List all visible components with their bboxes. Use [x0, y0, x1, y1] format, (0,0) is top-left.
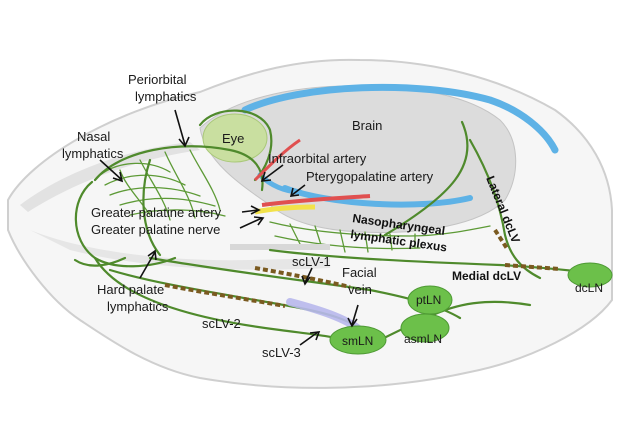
label-hard-palate-1: Hard palate — [97, 282, 164, 297]
lateral-dclv-valves — [493, 228, 510, 252]
nasal-lymph-loop — [93, 145, 264, 192]
asmln-node — [400, 313, 450, 343]
palate-band — [30, 230, 330, 270]
label-infraorbital-artery: Infraorbital artery — [268, 151, 367, 166]
label-pterygopalatine-artery: Pterygopalatine artery — [306, 169, 434, 184]
csf-lower — [282, 185, 473, 208]
infraorbital-artery-path — [253, 138, 301, 182]
label-sclv2: scLV-2 — [202, 316, 241, 331]
sclv3-vessel — [93, 256, 347, 342]
palate-bar — [230, 244, 330, 250]
sclv1-valves — [254, 266, 351, 289]
eye-shape — [202, 113, 268, 163]
label-medial-dclv: Medial dcLV — [452, 269, 521, 283]
label-nasal-1: Nasal — [77, 129, 110, 144]
nasopharyngeal-plexus — [269, 221, 491, 253]
label-arrows — [99, 109, 359, 346]
medial-dclv-valves — [504, 263, 561, 271]
sclv2-valves — [164, 283, 286, 308]
label-periorbital-1: Periorbital — [128, 72, 187, 87]
label-nasal-2: lymphatics — [62, 146, 124, 161]
label-ptln: ptLN — [416, 293, 441, 307]
label-greater-palatine-nerve: Greater palatine nerve — [91, 222, 220, 237]
label-eye: Eye — [222, 131, 244, 146]
label-greater-palatine-artery: Greater palatine artery — [91, 205, 222, 220]
label-sclv1: scLV-1 — [292, 254, 331, 269]
csf-upper — [241, 83, 559, 154]
label-sclv3: scLV-3 — [262, 345, 301, 360]
nasal-turbinates — [99, 149, 226, 221]
label-facial-1: Facial — [342, 265, 377, 280]
brain-top-vessel — [383, 120, 469, 237]
label-periorbital-2: lymphatics — [135, 89, 197, 104]
label-asmln: asmLN — [404, 332, 442, 346]
smln-node — [329, 325, 387, 355]
snout-band — [20, 142, 200, 212]
palatine-nerve-path — [254, 204, 316, 215]
periorbital-lymph-loop — [142, 158, 162, 257]
medial-dclv-vessel — [268, 248, 587, 274]
label-brain: Brain — [352, 118, 382, 133]
label-facial-2: vein — [348, 282, 372, 297]
label-smln: smLN — [342, 334, 373, 348]
periorbital-ring — [198, 109, 273, 182]
label-hard-palate-2: lymphatics — [107, 299, 169, 314]
label-dcln: dcLN — [575, 281, 603, 295]
pterygopalatine-artery-path — [261, 194, 371, 207]
dcln-node — [567, 262, 613, 288]
